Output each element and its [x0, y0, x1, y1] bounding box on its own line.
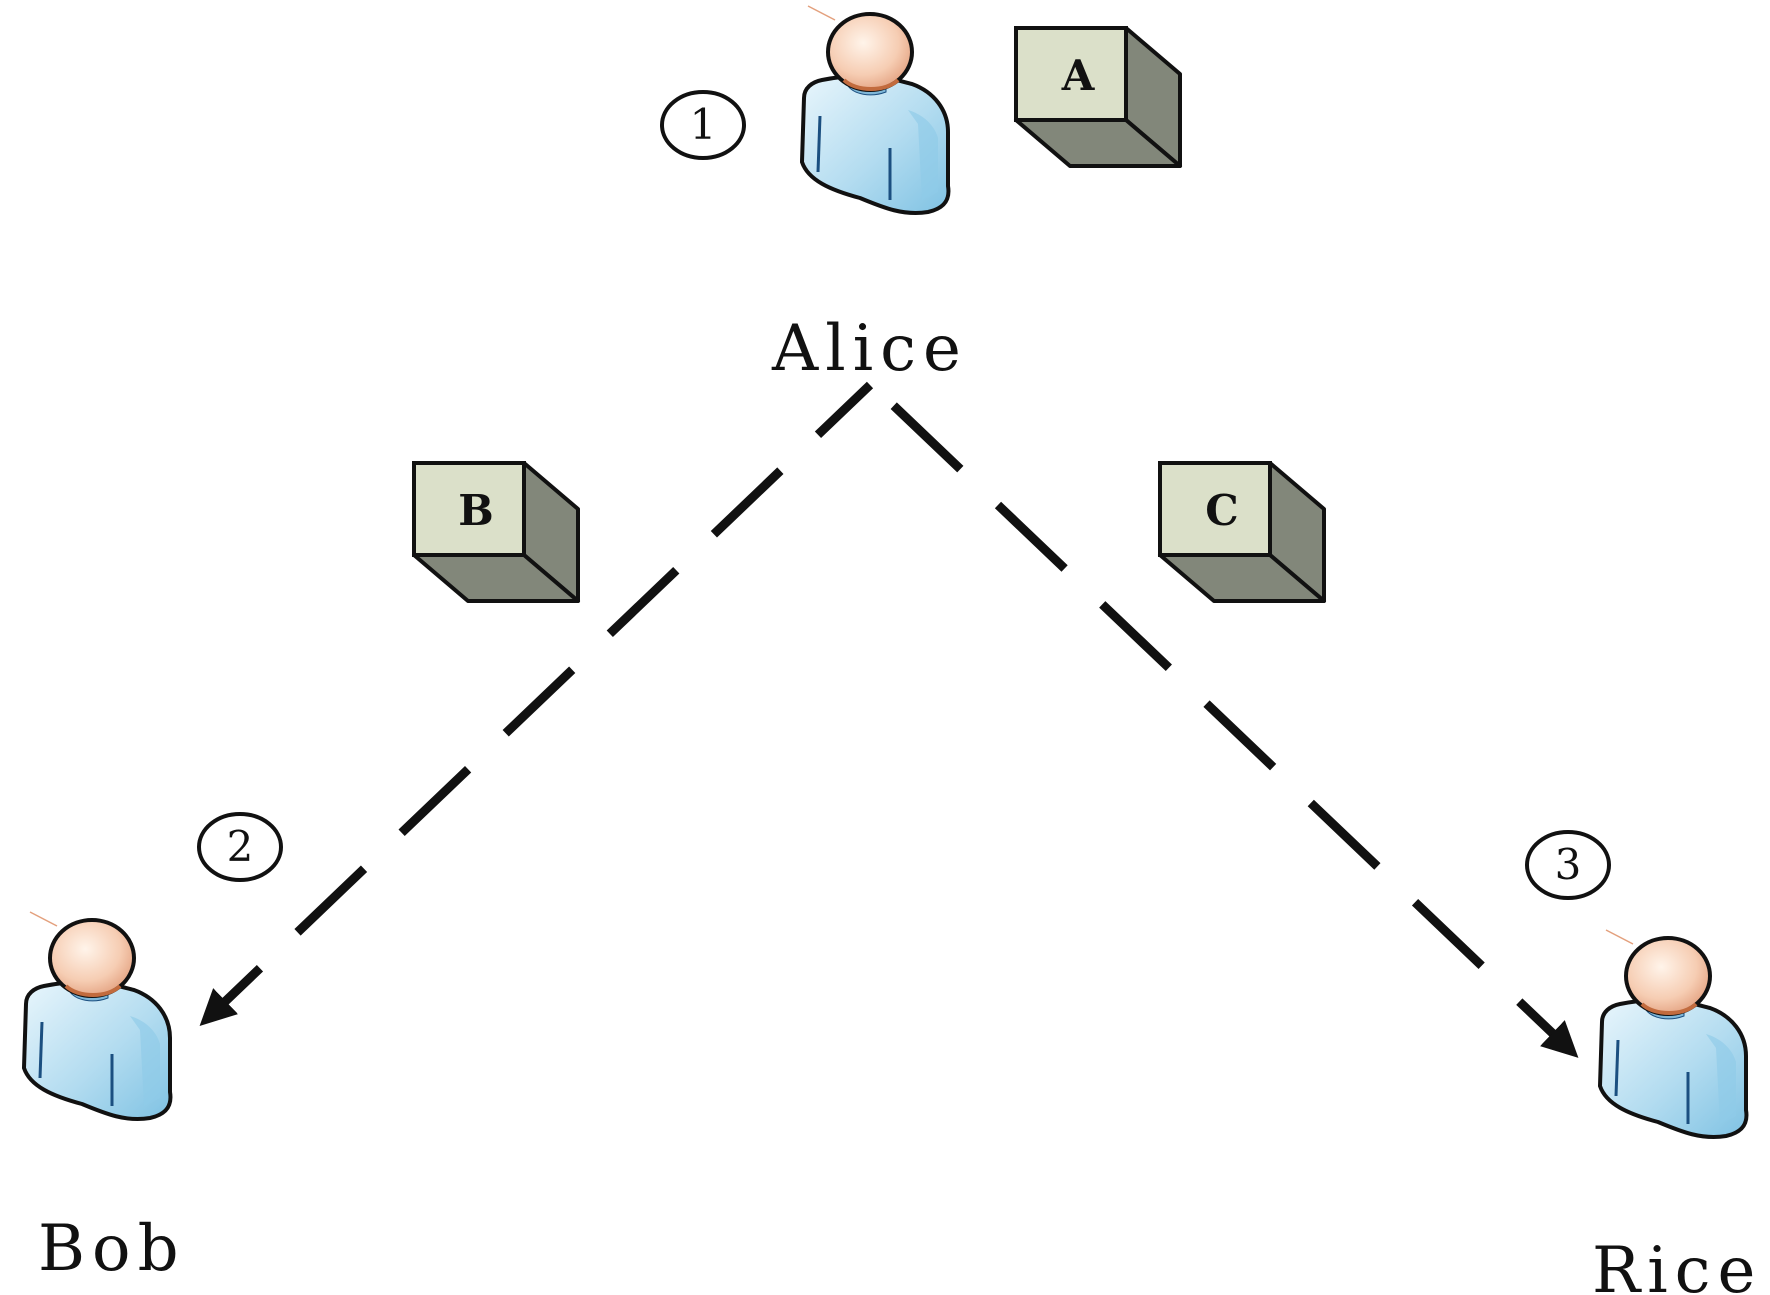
box-b: B [412, 461, 580, 603]
arrow-alice-to-bob [199, 381, 874, 1026]
step-2-label: 2 [227, 822, 254, 871]
step-2-badge: 2 [197, 812, 283, 882]
box-a: A [1014, 26, 1182, 168]
cube-icon [412, 461, 580, 603]
box-c: C [1158, 461, 1326, 603]
cube-icon [1158, 461, 1326, 603]
person-bob: Bob [22, 910, 186, 1286]
cube-icon [1014, 26, 1182, 168]
step-1-label: 1 [690, 100, 717, 149]
step-3-badge: 3 [1525, 830, 1611, 900]
alice-label: Alice [771, 312, 968, 386]
step-1-badge: 1 [660, 90, 746, 160]
rice-label: Rice [1592, 1234, 1762, 1295]
person-icon [800, 4, 951, 216]
bob-label: Bob [38, 1212, 186, 1286]
box-a-label: A [1061, 51, 1096, 100]
person-icon [1598, 928, 1749, 1140]
person-icon [22, 910, 173, 1122]
box-c-label: C [1205, 486, 1238, 535]
arrow-alice-to-rice [868, 381, 1579, 1058]
box-b-label: B [458, 486, 494, 535]
step-3-label: 3 [1555, 840, 1582, 889]
person-alice: Alice [771, 4, 968, 386]
person-rice: Rice [1592, 928, 1762, 1295]
